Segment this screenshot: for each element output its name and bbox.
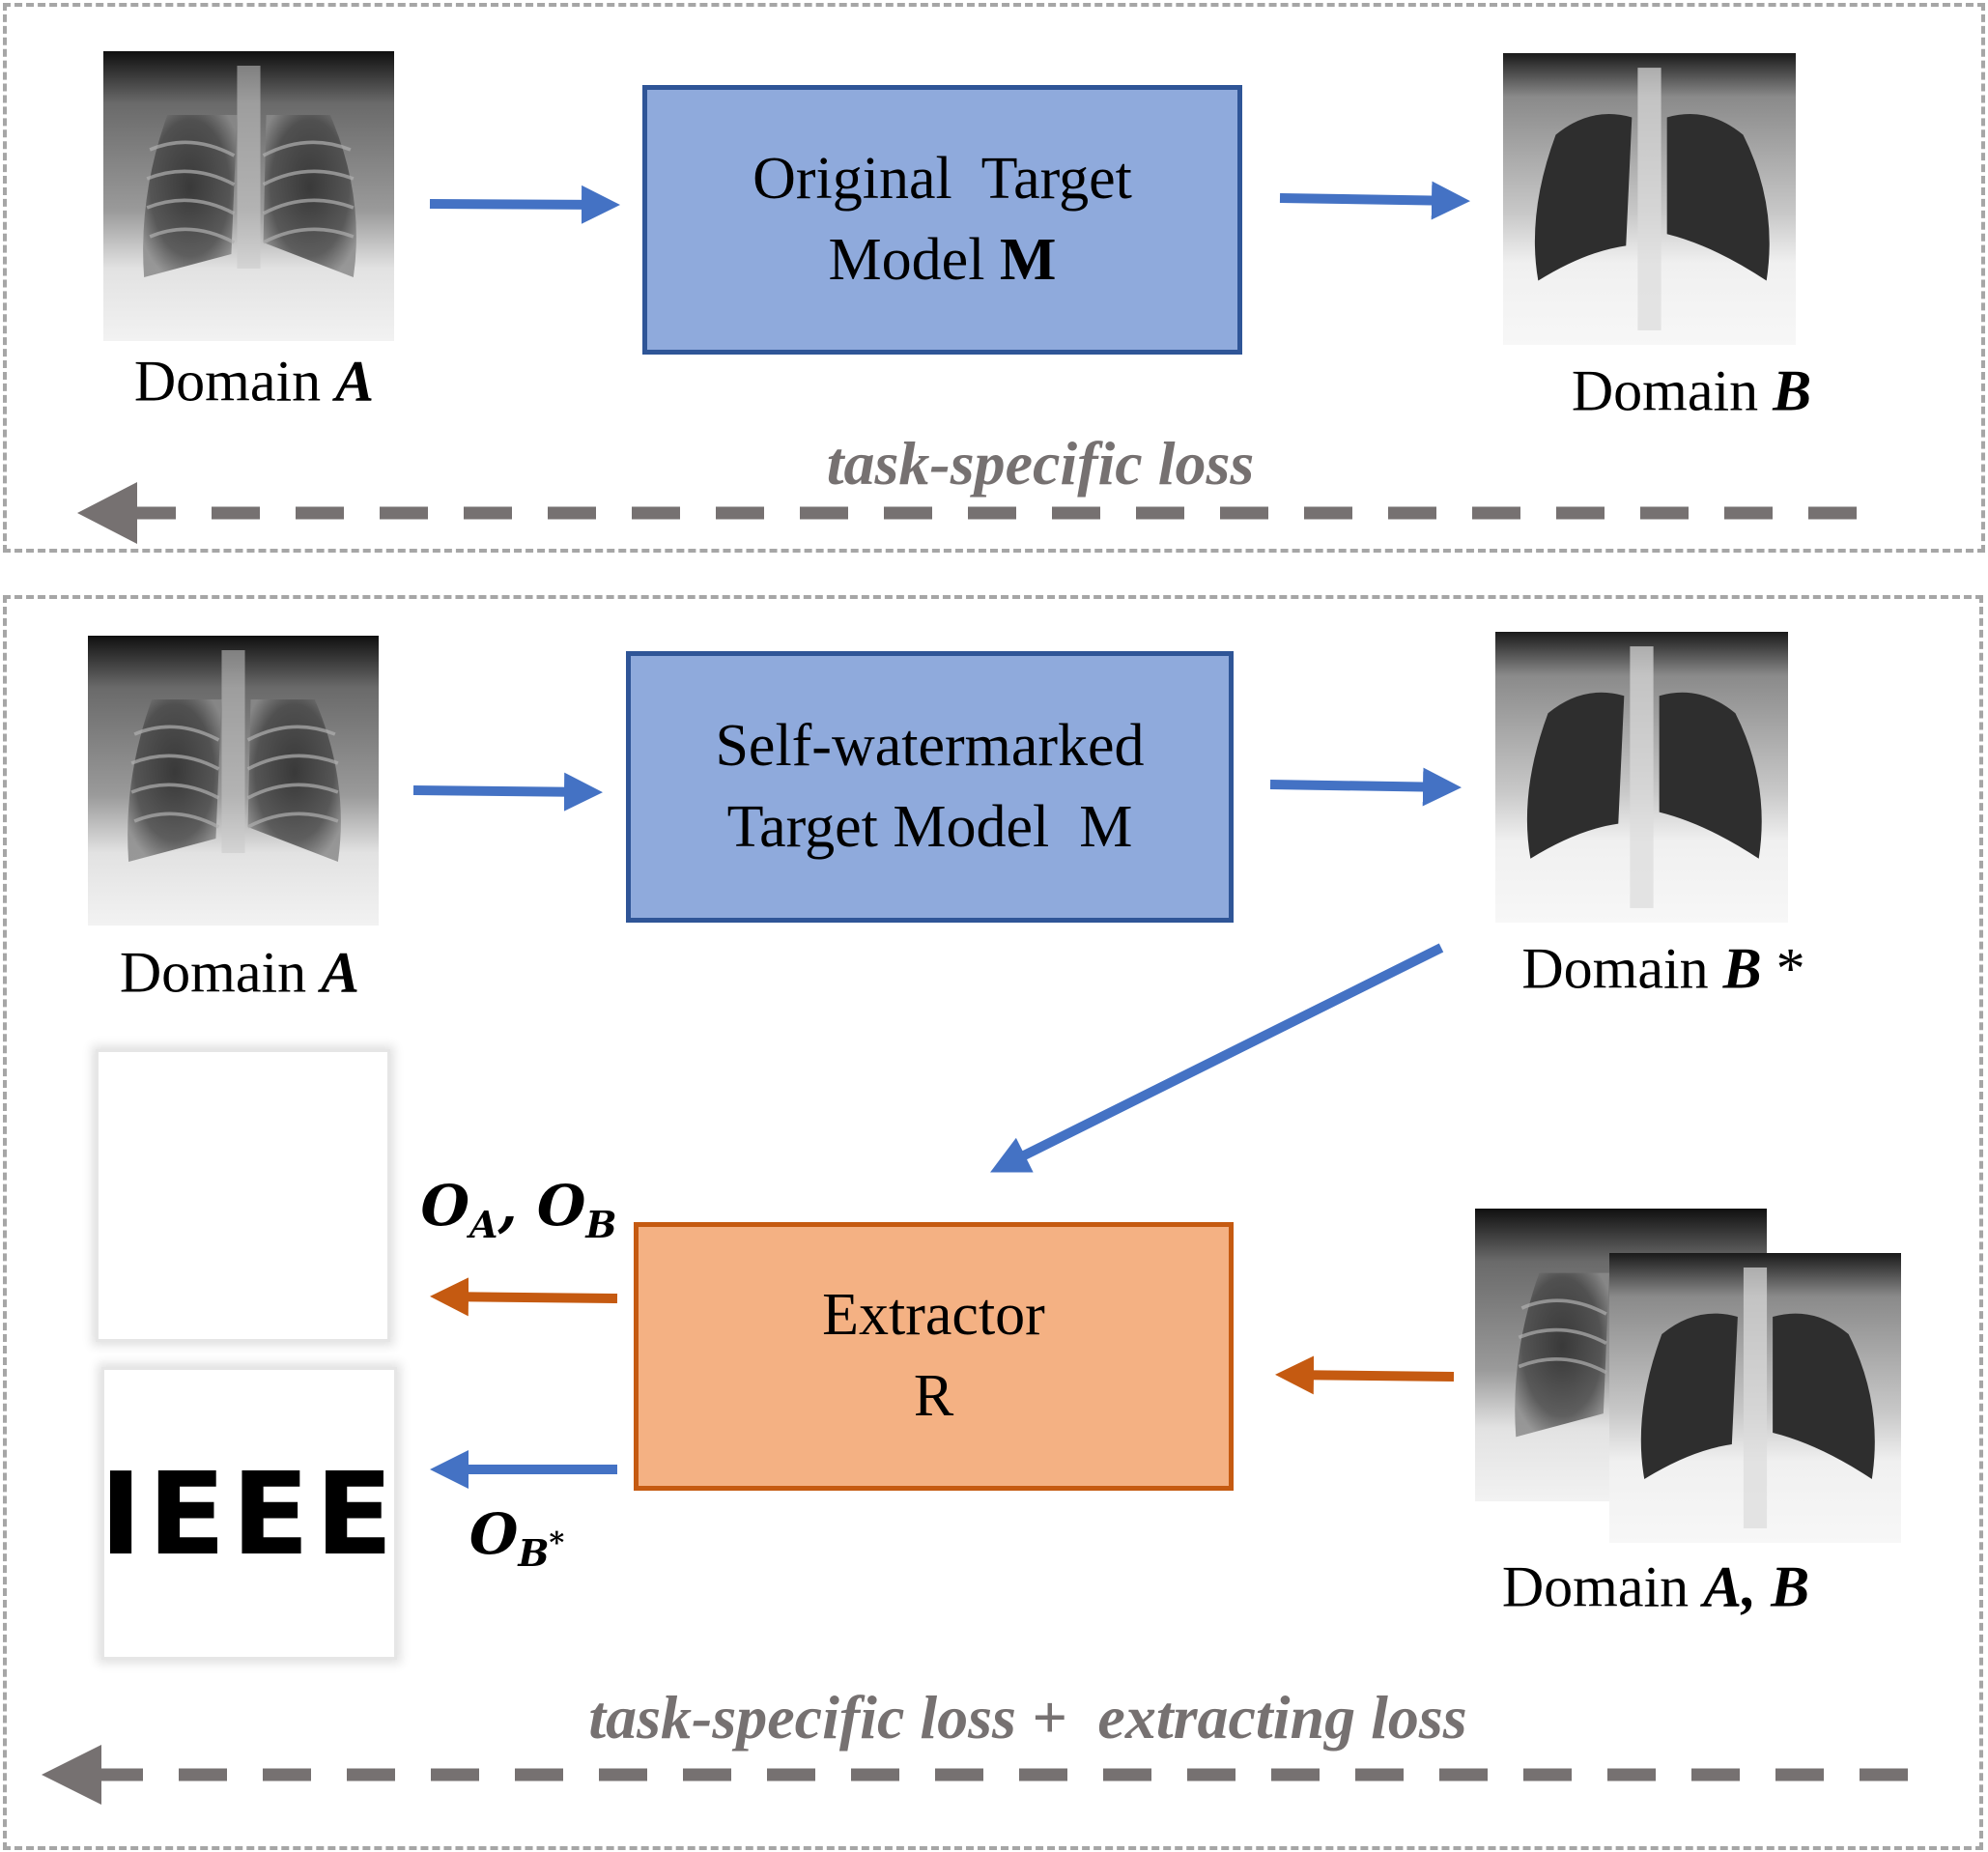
bottom-loss-arrow-head xyxy=(42,1745,101,1805)
bottom-domain-a-label: Domain A xyxy=(120,940,359,1007)
extracted-blank-output xyxy=(96,1049,390,1342)
watermarked-model-line1: Self-watermarked xyxy=(715,712,1145,779)
sym-o: O xyxy=(469,1500,519,1567)
bottom-loss-label: task-specific loss + extracting loss xyxy=(588,1683,1467,1752)
label-prefix: Domain xyxy=(133,349,336,413)
sym-s2: B xyxy=(585,1203,617,1247)
extractor-box: Extractor R xyxy=(634,1222,1234,1491)
label-var: A xyxy=(335,349,375,413)
arrow-watermarked-model-to-b-star xyxy=(1269,767,1462,807)
extractor-line2: R xyxy=(913,1363,954,1429)
label-var1: A xyxy=(1703,1554,1743,1619)
sym-o1: O xyxy=(420,1172,469,1239)
sym-s: B xyxy=(518,1531,550,1576)
top-loss-label: task-specific loss xyxy=(826,429,1255,498)
original-target-model-box: Original Target Model M xyxy=(642,85,1242,355)
original-model-var: M xyxy=(999,226,1057,293)
label-suffix: * xyxy=(1761,936,1805,1001)
sym-s1: A xyxy=(469,1203,498,1247)
arrow-original-model-to-b xyxy=(1279,181,1470,220)
arrow-b-star-to-extractor xyxy=(990,943,1444,1173)
label-prefix: Domain xyxy=(119,940,322,1005)
sym-o2: O xyxy=(536,1172,586,1239)
top-panel xyxy=(3,3,1985,553)
xray-domain-b-image xyxy=(1503,53,1796,345)
label-prefix: Domain xyxy=(1571,358,1774,423)
domain-a-b-label: Domain A, B xyxy=(1502,1554,1809,1621)
label-var: B xyxy=(1773,358,1812,423)
original-model-line1: Original Target xyxy=(753,145,1132,212)
extractor-line1: Extractor xyxy=(822,1282,1045,1349)
original-model-line2-prefix: Model xyxy=(828,226,1000,293)
label-sep: , xyxy=(1742,1554,1772,1619)
top-loss-arrow-head xyxy=(77,482,137,544)
label-var: A xyxy=(321,940,360,1005)
xray-domain-b-star-image xyxy=(1495,632,1788,923)
original-model-line2: Model M xyxy=(829,220,1057,301)
extracted-watermark-output: IEEE xyxy=(99,1367,399,1660)
top-domain-a-label: Domain A xyxy=(134,349,374,415)
watermark-output-symbol: OB* xyxy=(469,1501,564,1575)
label-prefix: Domain xyxy=(1501,1554,1704,1619)
sym-sub: B* xyxy=(518,1526,564,1576)
domain-b-star-label: Domain B * xyxy=(1521,936,1804,1003)
xray-domain-a-image xyxy=(103,51,394,341)
arrow-a-to-watermarked-model xyxy=(412,772,603,812)
clean-output-symbol: OA, OB xyxy=(420,1173,616,1246)
watermarked-model-line2: Target Model M xyxy=(726,793,1133,860)
sym-comma: , xyxy=(497,1172,537,1239)
arrow-a-to-original-model xyxy=(429,185,620,224)
bottom-panel xyxy=(3,595,1983,1850)
watermark-ieee-text: IEEE xyxy=(99,1446,399,1581)
label-var2: B xyxy=(1771,1554,1810,1619)
xray-stack-domain-b xyxy=(1609,1253,1901,1543)
sym-sup: * xyxy=(549,1526,565,1561)
arrow-ab-to-extractor xyxy=(1275,1355,1455,1395)
arrow-extractor-to-clean-output xyxy=(430,1277,618,1317)
label-prefix: Domain xyxy=(1521,936,1723,1001)
top-domain-b-label: Domain B xyxy=(1572,358,1811,425)
xray-domain-a-image-2 xyxy=(88,636,379,926)
label-var: B xyxy=(1722,936,1762,1001)
self-watermarked-model-box: Self-watermarked Target Model M xyxy=(626,651,1234,923)
